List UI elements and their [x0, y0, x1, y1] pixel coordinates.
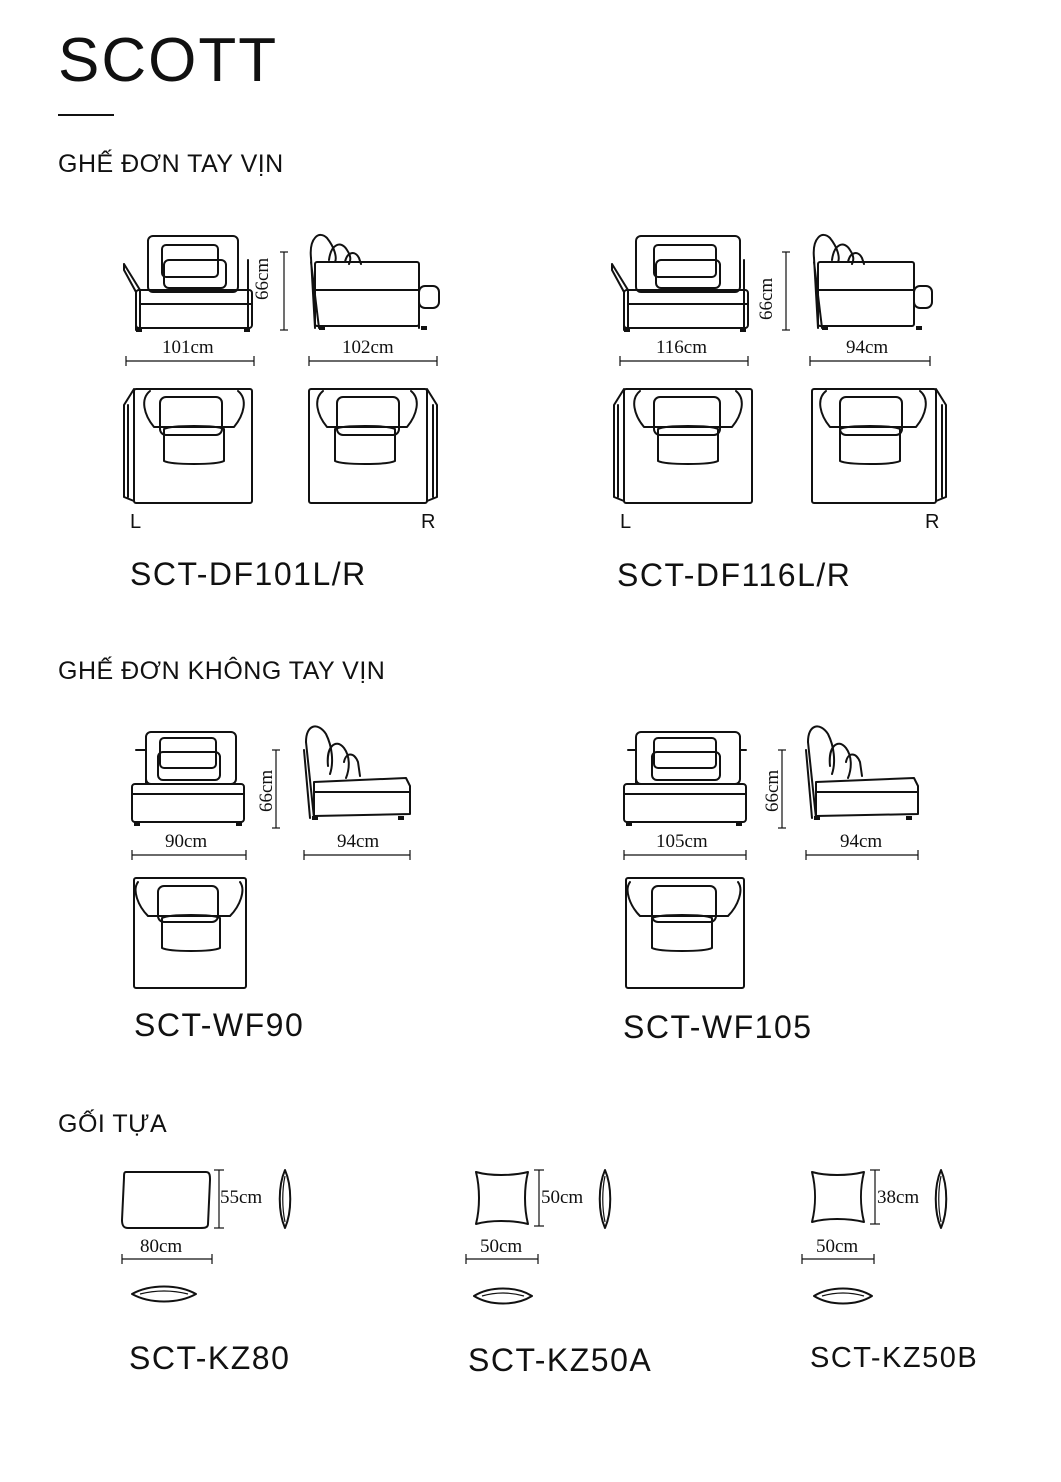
cushion-front-drawing [472, 1168, 532, 1228]
width-dimension-line [624, 850, 746, 860]
width-dimension-line [466, 1254, 538, 1264]
product-code: SCT-KZ50A [468, 1342, 653, 1378]
depth-label: 94cm [337, 831, 380, 852]
width-label: 50cm [816, 1236, 859, 1257]
height-label: 66cm [756, 277, 777, 320]
sofa-side-view-drawing [305, 228, 445, 330]
width-dimension-line [620, 356, 748, 366]
height-dimension-line [534, 1170, 544, 1226]
height-dimension-line [776, 750, 788, 828]
sofa-side-view-drawing [802, 722, 924, 820]
height-dimension-line [278, 252, 290, 330]
section-heading-armchairs: GHẾ ĐƠN TAY VỊN [58, 150, 284, 178]
top-view-left-drawing [120, 385, 255, 505]
product-code: SCT-KZ50B [810, 1342, 979, 1374]
sofa-front-view-drawing [622, 728, 748, 826]
title-divider [58, 114, 114, 116]
sofa-side-view-drawing [300, 722, 415, 820]
width-label: 105cm [656, 831, 708, 852]
cushion-top-drawing [812, 1286, 874, 1306]
width-dimension-line [802, 1254, 874, 1264]
section-heading-cushions: GỐI TỰA [58, 1110, 168, 1138]
height-label: 55cm [220, 1187, 263, 1208]
product-code: SCT-KZ80 [129, 1340, 291, 1376]
sofa-front-view-drawing [130, 728, 248, 826]
height-label: 66cm [762, 769, 783, 812]
height-label: 50cm [541, 1187, 584, 1208]
sofa-front-view-drawing [608, 230, 758, 332]
height-label: 66cm [252, 257, 273, 300]
height-label: 66cm [256, 769, 277, 812]
width-dimension-line [122, 1254, 212, 1264]
top-view-drawing [130, 876, 248, 990]
page-title: SCOTT [58, 26, 279, 95]
width-label: 80cm [140, 1236, 183, 1257]
width-dimension-line [132, 850, 246, 860]
left-variant-label: L [620, 511, 632, 533]
sofa-side-view-drawing [808, 228, 938, 330]
cushion-front-drawing [120, 1170, 212, 1230]
left-variant-label: L [130, 511, 142, 533]
cushion-side-drawing [596, 1168, 614, 1230]
cushion-top-drawing [130, 1284, 198, 1304]
product-code: SCT-WF90 [134, 1007, 305, 1043]
height-dimension-line [214, 1170, 224, 1228]
depth-dimension-line [806, 850, 918, 860]
product-code: SCT-DF116L/R [617, 557, 852, 593]
width-label: 50cm [480, 1236, 523, 1257]
top-view-right-drawing [307, 385, 442, 505]
cushion-side-drawing [276, 1168, 294, 1230]
depth-dimension-line [304, 850, 410, 860]
depth-dimension-line [810, 356, 930, 366]
width-label: 101cm [162, 337, 214, 358]
height-dimension-line [270, 750, 282, 828]
product-code: SCT-DF101L/R [130, 556, 367, 592]
top-view-drawing [622, 876, 748, 990]
width-label: 116cm [656, 337, 708, 358]
height-dimension-line [870, 1170, 880, 1224]
section-heading-armless: GHẾ ĐƠN KHÔNG TAY VỊN [58, 657, 386, 685]
height-dimension-line [780, 252, 792, 330]
depth-dimension-line [309, 356, 437, 366]
cushion-side-drawing [932, 1168, 950, 1230]
height-label: 38cm [877, 1187, 920, 1208]
depth-label: 94cm [846, 337, 889, 358]
cushion-top-drawing [472, 1286, 534, 1306]
top-view-right-drawing [810, 385, 950, 505]
depth-label: 94cm [840, 831, 883, 852]
width-dimension-line [126, 356, 254, 366]
right-variant-label: R [925, 511, 940, 533]
depth-label: 102cm [342, 337, 394, 358]
sofa-front-view-drawing [120, 230, 260, 332]
right-variant-label: R [421, 511, 436, 533]
top-view-left-drawing [610, 385, 755, 505]
product-code: SCT-WF105 [623, 1009, 813, 1045]
cushion-front-drawing [808, 1168, 868, 1226]
width-label: 90cm [165, 831, 208, 852]
